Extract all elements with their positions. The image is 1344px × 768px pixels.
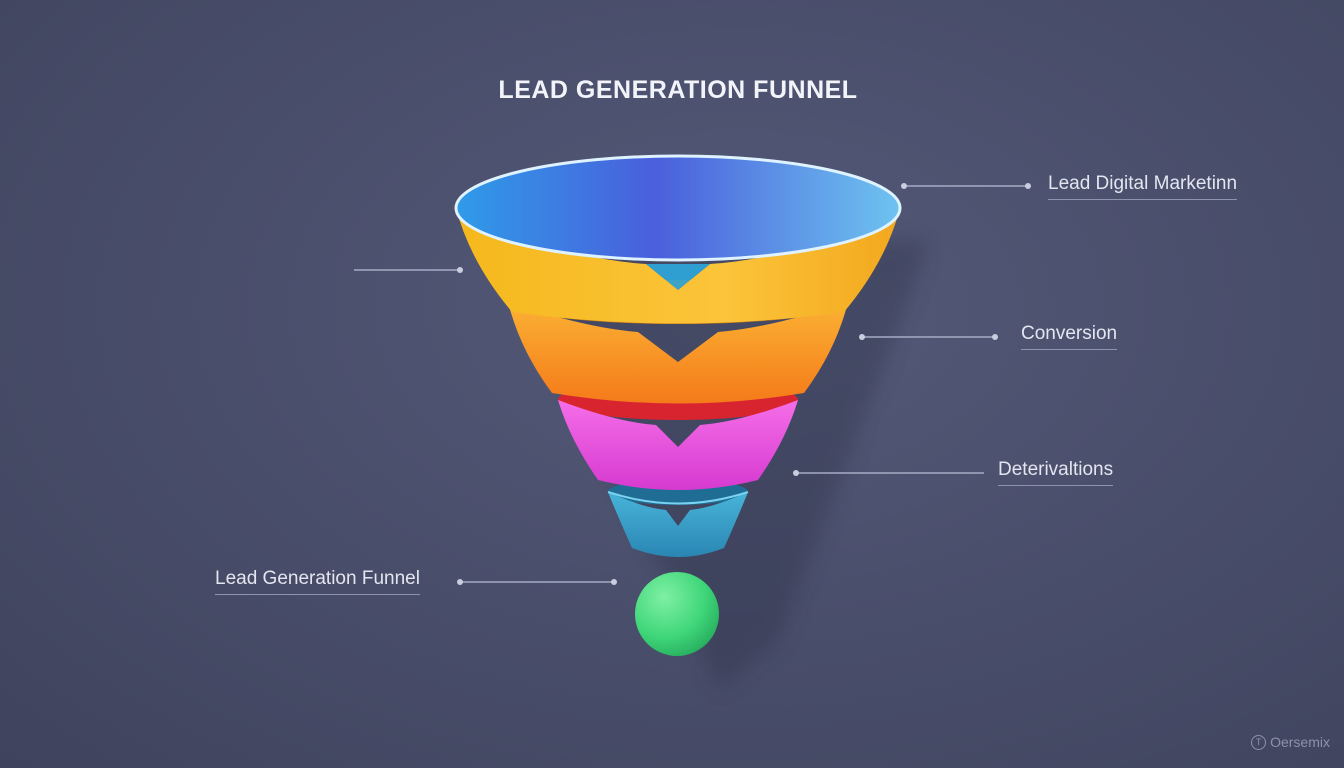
connector-right-2	[859, 334, 998, 340]
funnel-endpoint-ball	[635, 572, 719, 656]
connector-left-top	[354, 267, 463, 273]
watermark-text: Oersemix	[1270, 734, 1330, 750]
connector-left-1	[457, 579, 617, 585]
callout-label-lead-digital-marketing: Lead Digital Marketinn	[1048, 173, 1238, 200]
watermark: T Oersemix	[1251, 734, 1330, 750]
connector-right-3	[793, 470, 984, 476]
funnel-stage-1	[454, 154, 902, 324]
connector-right-1	[901, 183, 1031, 189]
funnel-top-opening	[454, 154, 902, 262]
callout-label-lead-generation-funnel: Lead Generation Funnel	[215, 568, 420, 595]
watermark-logo-icon: T	[1251, 734, 1267, 750]
diagram-title: LEAD GENERATION FUNNEL	[498, 76, 858, 104]
callout-label-conversion: Conversion	[1021, 323, 1118, 350]
callout-label-deterivaltions: Deterivaltions	[998, 459, 1114, 486]
